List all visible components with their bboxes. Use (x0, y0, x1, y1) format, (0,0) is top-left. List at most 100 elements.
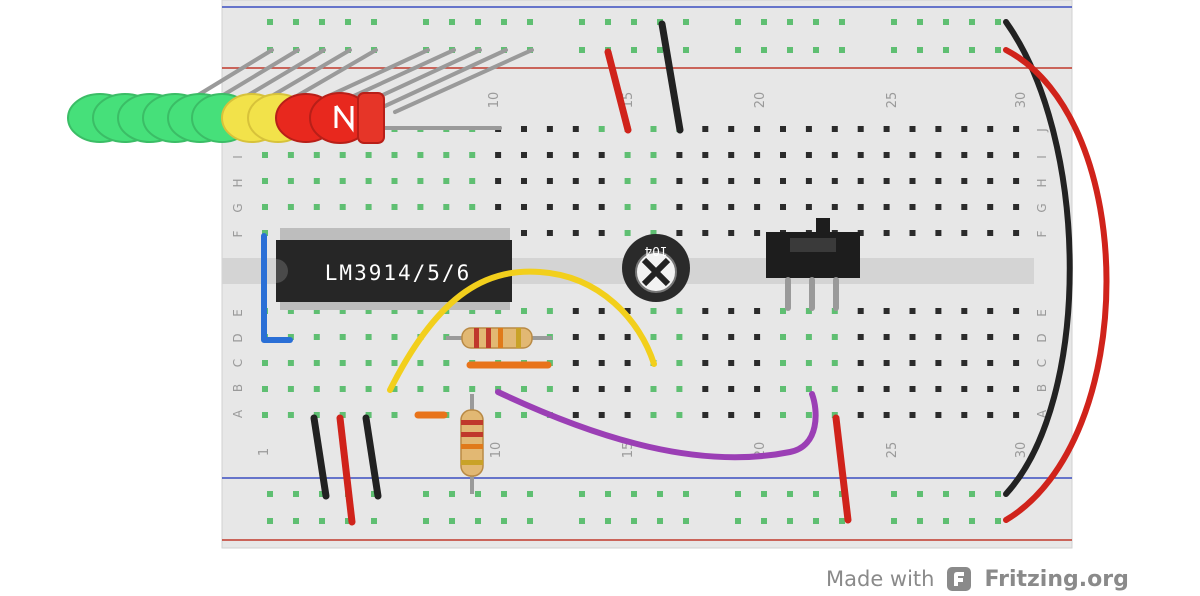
hole (572, 152, 579, 158)
hole (287, 412, 294, 418)
rail-hole (917, 518, 923, 524)
rail-hole (917, 491, 923, 497)
hole (262, 152, 268, 158)
hole (443, 204, 450, 210)
hole (754, 126, 761, 132)
row-label-b-right: B (1035, 384, 1049, 392)
rail-hole (813, 491, 819, 497)
hole (650, 126, 657, 132)
hole (443, 360, 450, 366)
hole (443, 178, 450, 184)
hole (909, 386, 916, 392)
hole (546, 386, 553, 392)
hole (650, 386, 657, 392)
hole (598, 386, 605, 392)
fritzing-site-text: Fritzing.org (984, 566, 1129, 592)
hole (546, 204, 553, 210)
hole (521, 386, 527, 392)
hole (961, 204, 968, 210)
hole (935, 178, 942, 184)
hole (805, 152, 812, 158)
rail-hole (657, 491, 663, 497)
rail-hole (969, 47, 975, 53)
hole (521, 178, 527, 184)
hole (702, 152, 709, 158)
hole (909, 230, 916, 236)
hole (935, 334, 942, 340)
wire-black-bottom-2 (362, 414, 382, 500)
rail-hole (969, 491, 975, 497)
hole (313, 308, 320, 314)
hole (650, 334, 657, 340)
hole (546, 152, 553, 158)
row-label-d-right: D (1035, 333, 1049, 342)
hole (287, 152, 294, 158)
hole (780, 204, 786, 210)
hole (339, 178, 346, 184)
slide-switch (766, 218, 860, 311)
hole (262, 386, 268, 392)
rail-hole (969, 518, 975, 524)
led-leads (188, 48, 534, 130)
wire-red-top (604, 48, 632, 134)
hole (909, 126, 916, 132)
rail-hole (501, 491, 507, 497)
hole (624, 204, 631, 210)
hole (754, 334, 761, 340)
hole (754, 230, 761, 236)
row-label-i-right: I (1035, 155, 1049, 159)
hole (702, 360, 709, 366)
row-label-f-left: F (231, 230, 245, 237)
hole (702, 178, 709, 184)
rail-hole (891, 19, 897, 25)
hole (598, 178, 605, 184)
rail-hole (371, 491, 377, 497)
short-jumpers (414, 361, 552, 419)
hole (339, 386, 346, 392)
hole (339, 204, 346, 210)
hole (935, 230, 942, 236)
hole (935, 204, 942, 210)
hole (469, 178, 476, 184)
hole (624, 412, 631, 418)
made-with-text: Made with (826, 567, 935, 591)
ic-notch (276, 259, 288, 283)
hole (935, 386, 942, 392)
resistor-1-band-1 (474, 328, 479, 348)
hole (961, 178, 968, 184)
hole (598, 204, 605, 210)
hole (987, 360, 994, 366)
hole (909, 334, 916, 340)
hole (831, 152, 838, 158)
hole (831, 386, 838, 392)
hole (676, 360, 683, 366)
col-label-1-bottom: 1 (257, 448, 272, 456)
hole (987, 308, 994, 314)
resistor-2-band-2 (461, 432, 483, 437)
pot-cross-icon (641, 257, 671, 287)
hole (702, 308, 709, 314)
hole (728, 230, 735, 236)
rail-hole (449, 518, 455, 524)
rail-hole (839, 518, 845, 524)
rail-hole (527, 491, 533, 497)
resistors (446, 327, 552, 494)
hole (935, 152, 942, 158)
hole (339, 308, 346, 314)
hole (546, 230, 553, 236)
hole (702, 334, 709, 340)
hole (572, 334, 579, 340)
rail-hole (475, 518, 481, 524)
hole (287, 178, 294, 184)
hole (624, 230, 631, 236)
hole (365, 152, 372, 158)
hole (987, 386, 994, 392)
rail-hole (839, 47, 845, 53)
rail-hole (579, 518, 585, 524)
hole (469, 152, 476, 158)
hole (495, 204, 502, 210)
hole (365, 308, 372, 314)
resistor-2-body (460, 409, 484, 477)
rail-hole (267, 518, 273, 524)
hole (598, 152, 605, 158)
